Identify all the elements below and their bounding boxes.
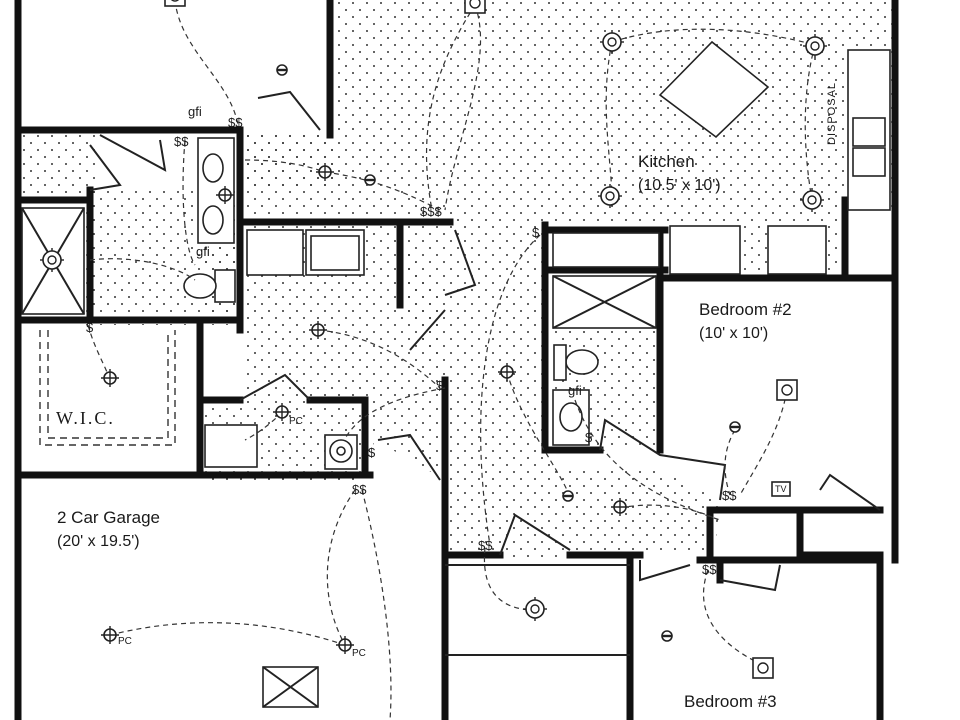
walls [14, 0, 899, 720]
exhaust-fan-icon [164, 0, 186, 7]
switch-label: $ [368, 445, 376, 460]
switch-label: $ [532, 225, 540, 240]
wiring [87, 0, 816, 720]
gfi-label: gfi [188, 104, 202, 119]
gfi-label: gfi [196, 244, 210, 259]
disposal-label: DISPOSAL [826, 81, 838, 145]
smoke-detector-icon [363, 173, 377, 187]
switch-label: $$$ [420, 204, 442, 219]
exhaust-fan-icon [752, 657, 774, 679]
smoke-detector-icon [561, 489, 575, 503]
bedroom3-name: Bedroom #3 [684, 692, 777, 711]
pc-label: PC [118, 636, 132, 647]
switch-label: $$ [722, 488, 737, 503]
pc-label: PC [289, 416, 303, 427]
kitchen-dims: (10.5' x 10') [638, 177, 721, 194]
tv-outlet-icon [771, 481, 791, 497]
wic-label: W.I.C. [56, 408, 115, 428]
switch-label: $$ [702, 562, 717, 577]
smoke-detector-icon [728, 420, 742, 434]
gfi-label: gfi [568, 383, 582, 398]
electrical-symbols [39, 0, 828, 679]
switch-label: $ [86, 320, 94, 335]
closet-shelving [39, 330, 176, 446]
smoke-detector-icon [275, 63, 289, 77]
recessed-light-icon [100, 625, 120, 645]
garage-name: 2 Car Garage [57, 508, 160, 527]
switch-label: $ [585, 430, 593, 445]
garage-dims: (20' x 19.5') [57, 533, 140, 550]
exhaust-fan-icon [776, 379, 798, 401]
fixtures [21, 40, 891, 708]
switch-label: $$ [228, 115, 243, 130]
bedroom2-dims: (10' x 10') [699, 325, 769, 342]
exhaust-fan-icon [464, 0, 486, 14]
bedroom2-name: Bedroom #2 [699, 300, 792, 319]
switch-label: $$ [352, 482, 367, 497]
ceiling-light-icon [522, 596, 548, 622]
switch-label: $$ [478, 538, 493, 553]
smoke-detector-icon [660, 629, 674, 643]
switch-label: $ [436, 378, 444, 393]
switch-label: $$ [174, 134, 189, 149]
doors [89, 90, 881, 592]
kitchen-name: Kitchen [638, 152, 695, 171]
pc-label: PC [352, 648, 366, 659]
tv-label: TV [775, 484, 787, 494]
recessed-light-icon [100, 368, 120, 388]
